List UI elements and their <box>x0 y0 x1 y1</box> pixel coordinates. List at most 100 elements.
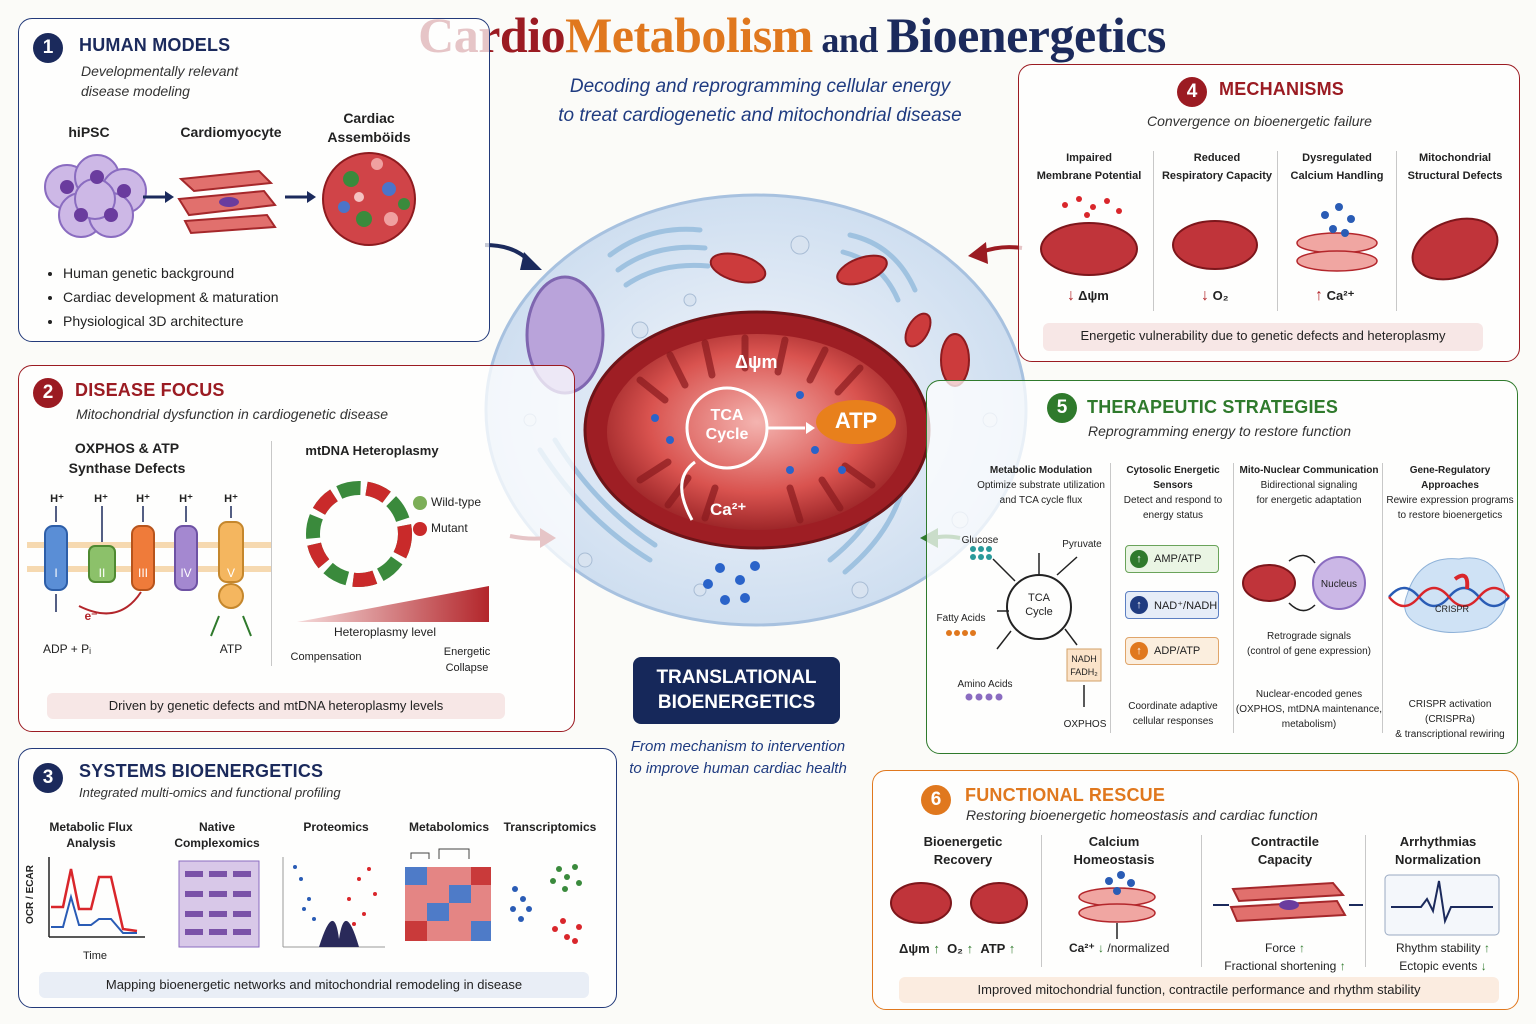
panel2-note: Driven by genetic defects and mtDNA hete… <box>47 693 505 719</box>
panel4-number-badge: 4 <box>1177 77 1207 107</box>
substrate-tca-label: TCA Cycle <box>1019 591 1059 619</box>
amino-acids-label: Amino Acids <box>957 679 1013 690</box>
substrate-tca-line1: TCA <box>1028 592 1050 604</box>
tca-line2: Cycle <box>705 426 749 443</box>
crispr-label: CRISPR <box>1434 604 1469 614</box>
complex-V <box>218 521 244 583</box>
title-bioenergetics: Bioenergetics <box>886 7 1166 63</box>
generegulatory-line2: to restore bioenergetics <box>1397 510 1503 521</box>
atp-badge <box>816 400 896 444</box>
tagline-line1: From mechanism to intervention <box>630 738 846 755</box>
subtitle-line2: to treat cardiogenetic and mitochondrial… <box>558 105 962 126</box>
panel4-note: Energetic vulnerability due to genetic d… <box>1043 323 1483 351</box>
ca-marker: Ca²⁺ <box>1069 941 1095 955</box>
mutant-legend-dot <box>413 522 427 536</box>
complex-IV-label: IV <box>180 566 192 580</box>
sensors-title: Cytosolic Energetic Sensors <box>1126 465 1220 491</box>
mechanism-mitochondria <box>1040 196 1499 281</box>
panel1-subtitle: Developmentally relevant disease modelin… <box>81 61 238 101</box>
bullet-cardiac-development: Cardiac development & maturation <box>63 285 279 309</box>
panel4-subtitle: Convergence on bioenergetic failure <box>1147 113 1372 129</box>
collapse-line2: Collapse <box>445 662 489 674</box>
energetic-sensors-header: Cytosolic Energetic Sensors Detect and r… <box>1113 463 1233 523</box>
strategy-divider-2 <box>1233 463 1234 733</box>
rescue-col2-title: Calcium Homeostasis <box>1049 833 1179 869</box>
native-line2: Complexomics <box>174 836 260 850</box>
sensors-line1: Detect and respond to <box>1123 495 1223 506</box>
mito-calcium-handling <box>1296 232 1378 272</box>
flux-ylabel: OCR / ECAR <box>24 865 36 924</box>
panel2-number-badge: 2 <box>33 378 63 408</box>
mitonuclear-line1: Bidirectional signaling <box>1260 480 1358 491</box>
panel6-note: Improved mitochondrial function, contrac… <box>899 977 1499 1003</box>
mechanism2-arrow: ↓ <box>1201 287 1209 304</box>
o2-up-arrow: ↑ <box>966 941 974 956</box>
mechanism2-line1: Reduced <box>1193 152 1241 164</box>
nuclear-genes-label: Nuclear-encoded genes (OXPHOS, mtDNA mai… <box>1233 687 1385 732</box>
nad-nadh-sensor: ↑ NAD⁺/NADH <box>1125 591 1219 619</box>
transcriptomics-umap <box>510 864 582 944</box>
panel3-title: SYSTEMS BIOENERGETICS <box>79 761 324 781</box>
panel1-number-badge: 1 <box>33 33 63 63</box>
native-complexomics-label: Native Complexomics <box>167 819 267 851</box>
complex-I-label: I <box>54 566 58 580</box>
volcano-plot <box>282 857 385 948</box>
ca-label: Ca²⁺ <box>710 500 747 519</box>
oxphos-label: OXPHOS & ATP Synthase Defects <box>37 438 217 478</box>
heteroplasmy-gradient-wedge <box>297 586 489 622</box>
atp-output-label: ATP <box>219 642 243 656</box>
nad-up-icon: ↑ <box>1130 596 1148 614</box>
hplus-label-1: H⁺ <box>50 493 64 505</box>
mechanism1-marker: ↓ Δψm <box>1067 287 1109 305</box>
mechanism4-line1: Mitochondrial <box>1418 152 1492 164</box>
calcium-mito <box>1078 887 1156 923</box>
page-title: CardioMetabolism and Bioenergetics <box>0 6 1536 64</box>
nad-nadh-label: NAD⁺/NADH <box>1154 599 1218 612</box>
o2-marker: O₂ <box>947 941 963 956</box>
hipsc-label: hiPSC <box>68 124 110 140</box>
rescued-mito-2 <box>970 882 1028 924</box>
pyruvate-label: Pyruvate <box>1062 539 1102 550</box>
adp-atp-sensor: ↑ ADP/ATP <box>1125 637 1219 665</box>
mechanism1-arrow: ↓ <box>1067 287 1075 304</box>
tagline-line2: to improve human cardiac health <box>629 760 847 777</box>
mito-reduced-respiration <box>1172 220 1258 270</box>
mechanism-divider-3 <box>1396 151 1397 311</box>
retro-line2: (control of gene expression) <box>1247 646 1371 657</box>
metabolomics-label: Metabolomics <box>408 820 489 834</box>
mitonuclear-title: Mito-Nuclear Communication <box>1239 465 1379 476</box>
hplus-label-5: H⁺ <box>224 493 238 505</box>
mtdna-heteroplasmy-label: mtDNA Heteroplasmy <box>305 443 439 458</box>
mtdna-ring <box>306 481 412 587</box>
hplus-label-3: H⁺ <box>136 493 150 505</box>
fadh-label: FADH₂ <box>1070 667 1098 677</box>
crispr-foot2: & transcriptional rewiring <box>1395 729 1505 740</box>
nadh-box <box>1066 648 1102 682</box>
bullet-genetic-background: Human genetic background <box>63 261 279 285</box>
subtitle-line1: Decoding and reprogramming cellular ener… <box>569 76 951 97</box>
metabolomics-heatmap <box>405 848 491 941</box>
adp-label: ADP + Pᵢ <box>42 642 92 656</box>
assembloids-line1: Cardiac <box>343 110 395 126</box>
oxphos-output-label: OXPHOS <box>1063 719 1107 730</box>
contractile-cardiomyocytes <box>1229 881 1347 923</box>
panel3-note: Mapping bioenergetic networks and mitoch… <box>39 972 589 998</box>
amp-up-icon: ↑ <box>1130 550 1148 568</box>
mechanism3-line1: Dysregulated <box>1302 152 1372 164</box>
rescue-divider-3 <box>1365 835 1366 967</box>
nucleus-label: Nucleus <box>1320 579 1358 590</box>
rescue2-line1: Calcium <box>1088 834 1140 849</box>
metabolic-line1: Optimize substrate utilization <box>977 480 1105 491</box>
page-subtitle: Decoding and reprogramming cellular ener… <box>480 72 1040 130</box>
proteomics-label: Proteomics <box>303 820 369 834</box>
nadh-label: NADH <box>1071 654 1097 664</box>
rescue1-line2: Recovery <box>933 852 993 867</box>
oxphos-membrane-diagram <box>27 506 271 637</box>
delta-psi-label: Δψm <box>735 352 778 372</box>
cardiomyocyte-label: Cardiomyocyte <box>180 124 282 140</box>
gene-regulatory-header: Gene-Regulatory Approaches Rewire expres… <box>1383 463 1517 523</box>
panel-therapeutic-strategies: 5 THERAPEUTIC STRATEGIES Reprogramming e… <box>926 380 1518 754</box>
rhythm-markers: Rhythm stability ↑ Ectopic events ↓ <box>1373 939 1513 975</box>
sensors-foot1: Coordinate adaptive <box>1128 701 1218 712</box>
